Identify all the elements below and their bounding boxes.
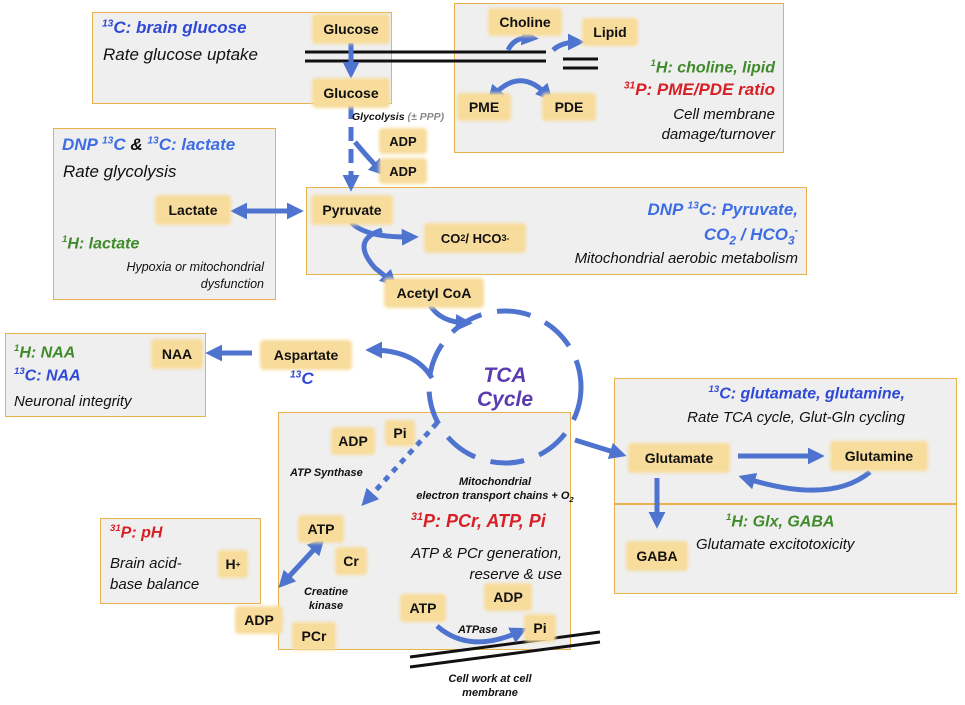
h-lactate-label: 1H: lactate bbox=[62, 234, 140, 253]
pme-pde-ratio-label: 31P: PME/PDE ratio bbox=[623, 80, 775, 99]
pyruvate-method-label: DNP 13C: Pyruvate, bbox=[647, 200, 798, 219]
energy-desc: ATP & PCr generation,reserve & use bbox=[411, 545, 562, 583]
choline-node: Choline bbox=[490, 10, 560, 34]
adp-atp-arrow bbox=[353, 140, 386, 176]
h-naa-label: 1H: NAA bbox=[14, 343, 76, 362]
cell-membrane-curve bbox=[409, 630, 601, 659]
glucose-node-bottom: Glucose bbox=[314, 80, 388, 106]
c-naa-label: 13C: NAA bbox=[14, 366, 81, 385]
adp-left-node: ADP bbox=[237, 608, 281, 632]
pyruvate-node: Pyruvate bbox=[313, 197, 391, 223]
pme-pde-arrow bbox=[487, 78, 553, 103]
pi-synthase-node: Pi bbox=[387, 422, 413, 444]
pcr-node: PCr bbox=[294, 624, 334, 648]
lactate-node: Lactate bbox=[157, 197, 229, 223]
brain-glucose-label: 13C: brain glucose bbox=[102, 18, 247, 37]
pi-bottom-node: Pi bbox=[526, 616, 554, 640]
pcr-atp-pi-label: 31P: PCr, ATP, Pi bbox=[411, 511, 546, 531]
pme-node: PME bbox=[459, 95, 509, 119]
glutamine-to-glutamate-arrow bbox=[738, 470, 872, 493]
glutamine-node: Glutamine bbox=[832, 443, 926, 469]
lactate-method-label: DNP 13C & 13C: lactate bbox=[62, 135, 236, 154]
glucose-node-top: Glucose bbox=[314, 16, 388, 42]
glycolysis-rate-desc: Rate glycolysis bbox=[63, 162, 177, 181]
cr-node: Cr bbox=[337, 549, 365, 573]
glycolysis-label: Glycolysis (± PPP) bbox=[352, 111, 445, 123]
tca-cycle-circle bbox=[426, 308, 584, 466]
co2-hco3-method-label: CO2 / HCO3- bbox=[703, 225, 798, 248]
pde-node: PDE bbox=[544, 95, 594, 119]
acetylcoa-to-tca-arrow bbox=[427, 303, 473, 332]
atpase-arrow bbox=[435, 624, 528, 645]
lipid-node: Lipid bbox=[584, 20, 636, 44]
aerobic-metabolism-desc: Mitochondrial aerobic metabolism bbox=[574, 250, 798, 267]
pyruvate-to-acetylcoa-arrow bbox=[361, 227, 397, 287]
atpase-label: ATPase bbox=[458, 624, 498, 636]
adp-synthase-node: ADP bbox=[333, 429, 373, 453]
atp-synthase-label: ATP Synthase bbox=[290, 467, 363, 479]
lipid-arrow bbox=[551, 33, 585, 52]
adp-node-glycolysis-1: ADP bbox=[381, 130, 425, 152]
etc-to-atp-synthase-arrow bbox=[361, 421, 439, 507]
neuronal-integrity-desc: Neuronal integrity bbox=[14, 393, 132, 410]
aspartate-13c-label: 13C bbox=[290, 369, 314, 388]
glx-gaba-label: 1H: Glx, GABA bbox=[726, 512, 835, 531]
glutamate-node: Glutamate bbox=[630, 445, 728, 471]
choline-arrow bbox=[505, 28, 539, 52]
glutamate-method-label: 13C: glutamate, glutamine, bbox=[708, 384, 905, 403]
cell-membrane-curve bbox=[409, 640, 601, 669]
tca-rate-desc: Rate TCA cycle, Glut-Gln cycling bbox=[687, 409, 905, 426]
atp-bottom-node: ATP bbox=[402, 596, 444, 620]
adp-bottom-node: ADP bbox=[486, 585, 530, 609]
h-plus-node: H+ bbox=[220, 552, 246, 576]
acetyl-coa-node: Acetyl CoA bbox=[386, 280, 482, 306]
atp-node: ATP bbox=[300, 517, 342, 541]
aspartate-node: Aspartate bbox=[262, 342, 350, 368]
glucose-uptake-desc: Rate glucose uptake bbox=[103, 45, 258, 64]
gaba-node: GABA bbox=[628, 543, 686, 569]
excitotoxicity-desc: Glutamate excitotoxicity bbox=[696, 536, 855, 553]
ph-label: 31P: pH bbox=[110, 523, 163, 542]
glutamate-panel-divider bbox=[614, 503, 957, 505]
naa-node: NAA bbox=[153, 341, 201, 367]
tca-to-aspartate-arrow bbox=[365, 341, 435, 380]
tca-to-glutamate-arrow bbox=[574, 437, 627, 460]
choline-lipid-label: 1H: choline, lipid bbox=[650, 58, 775, 77]
acid-base-desc: Brain acid-base balance bbox=[110, 555, 200, 593]
creatine-kinase-arrow bbox=[278, 538, 325, 588]
adp-node-glycolysis-2: ADP bbox=[381, 160, 425, 182]
